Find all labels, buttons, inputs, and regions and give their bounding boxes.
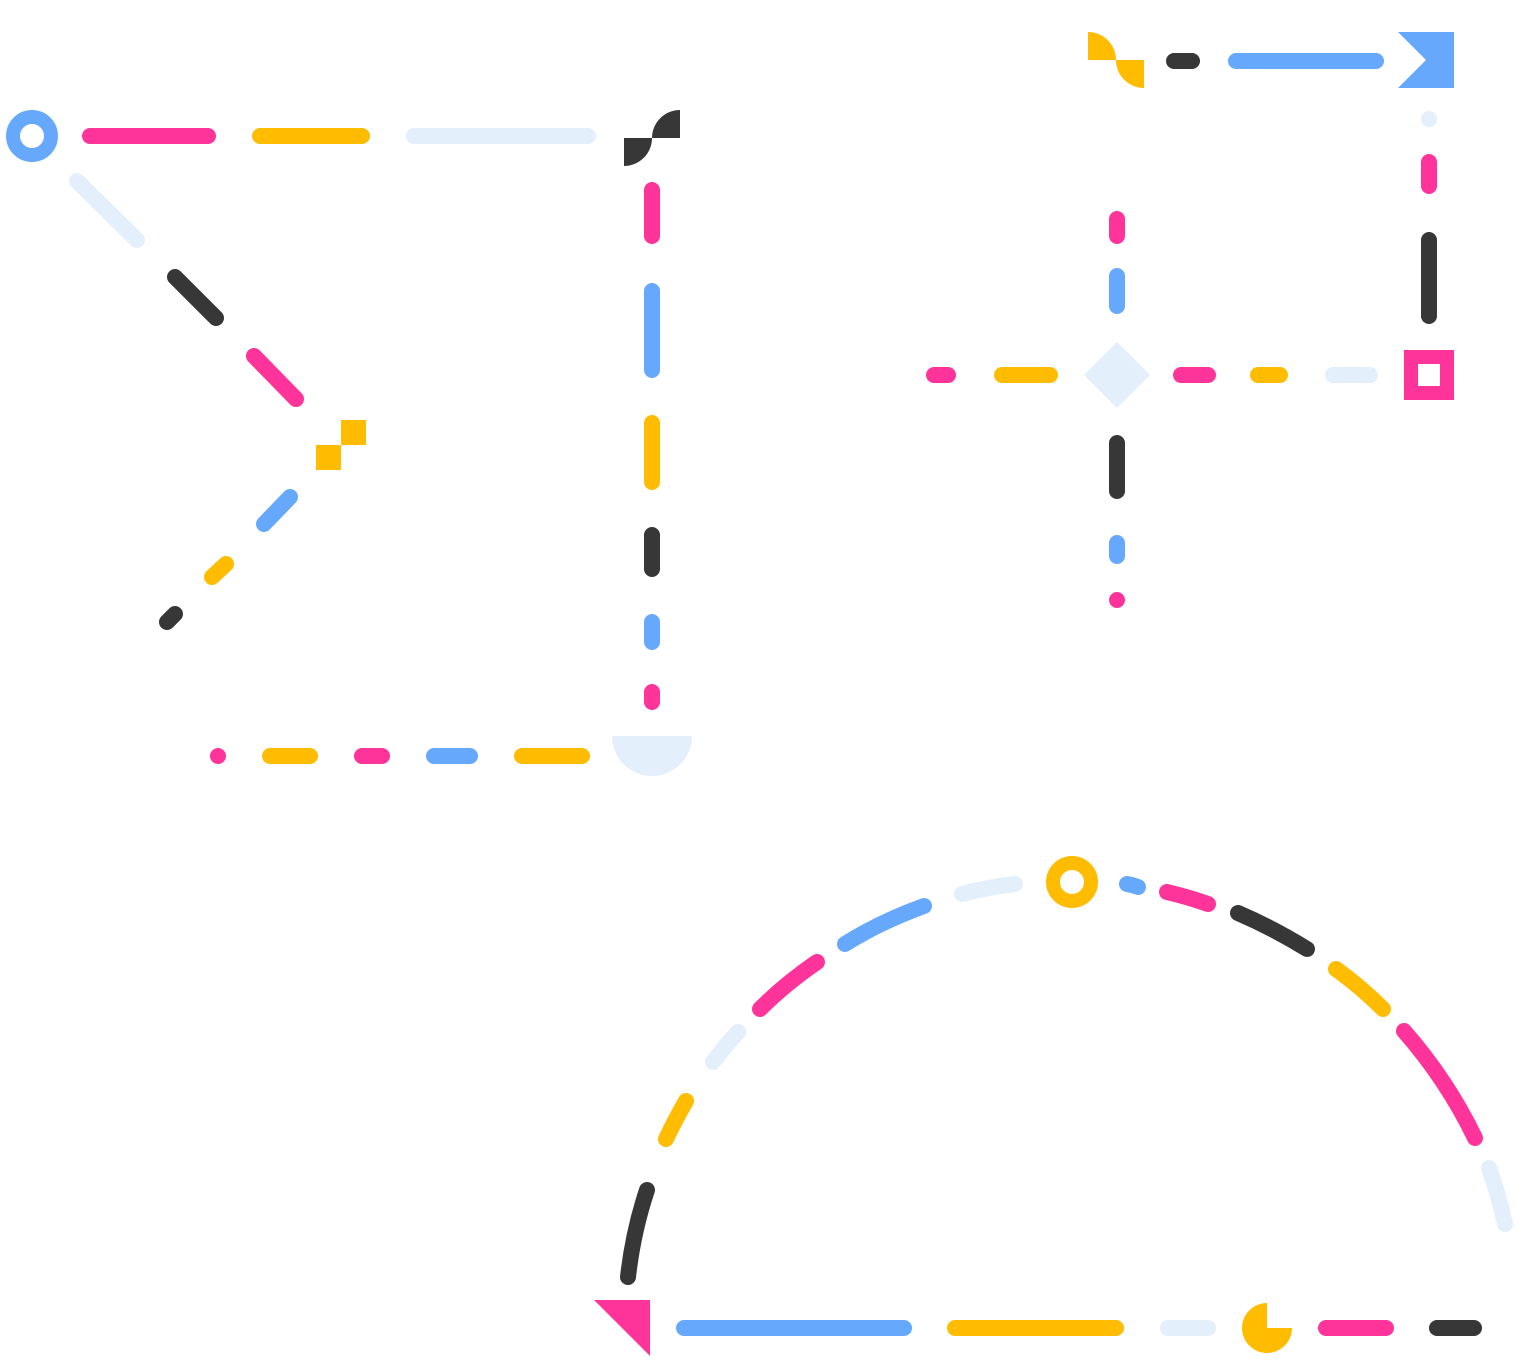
dash bbox=[167, 269, 224, 326]
ring-icon bbox=[1046, 856, 1098, 908]
dash bbox=[658, 1093, 694, 1147]
dash bbox=[159, 606, 183, 630]
top-right-group bbox=[926, 53, 1437, 608]
arc-group bbox=[620, 876, 1513, 1336]
checker-icon bbox=[316, 420, 366, 470]
semicircle-icon bbox=[612, 736, 692, 776]
dash bbox=[752, 954, 825, 1017]
diamond-icon bbox=[1084, 342, 1150, 408]
dash bbox=[246, 348, 304, 407]
dash bbox=[204, 556, 234, 585]
dash bbox=[1328, 961, 1391, 1017]
triangle-icon bbox=[594, 1300, 650, 1356]
dash bbox=[1159, 884, 1216, 912]
dash bbox=[620, 1182, 655, 1285]
top-left-group bbox=[69, 128, 660, 764]
dash bbox=[256, 489, 298, 532]
dash bbox=[1481, 1160, 1513, 1232]
dash bbox=[1396, 1023, 1483, 1146]
pacman-icon bbox=[1242, 1303, 1292, 1353]
ring-icon bbox=[6, 110, 58, 162]
dash bbox=[69, 173, 145, 248]
square-ring-icon bbox=[1404, 350, 1454, 400]
dash bbox=[705, 1024, 746, 1070]
dash bbox=[1230, 905, 1315, 957]
dash bbox=[954, 876, 1023, 902]
arrow-icon bbox=[1398, 32, 1454, 88]
half-quarter-icon bbox=[624, 110, 680, 166]
quarter-pair-icon bbox=[1088, 32, 1144, 88]
dash bbox=[1119, 876, 1146, 895]
dash bbox=[837, 898, 932, 952]
